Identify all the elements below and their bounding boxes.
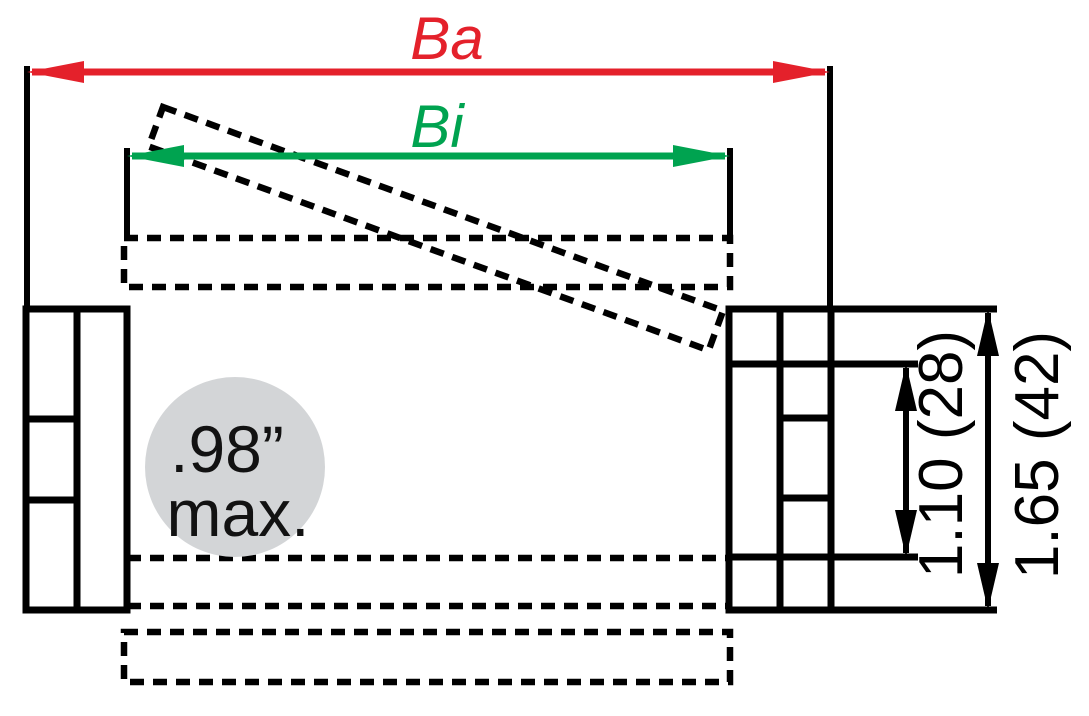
crossbar-open-rotated-outline [144,102,728,355]
inner-height-label: 1.10 (28) [907,330,976,578]
left-side-link [22,305,131,614]
outer-height-label: 1.65 (42) [1003,331,1072,579]
badge-max-value: .98” [170,412,284,486]
max-opening-badge: .98” max. [145,377,325,557]
crossbar-positions [120,102,734,686]
inner-width-arrowhead-right [673,145,730,167]
outer-width-label: Ba [410,5,483,72]
outer-width-arrowhead-right [773,61,830,83]
inner-width-label: Bi [410,93,465,160]
outer-height-arrowhead-bottom [977,563,999,610]
badge-max-word: max. [166,476,309,550]
badge-circle [145,377,325,557]
outer-width-arrowhead-left [27,61,84,83]
outer-height-dimension: 1.65 (42) [977,309,1072,610]
inner-height-dimension: 1.10 (28) [895,330,976,578]
outer-height-arrowhead-top [977,309,999,356]
inner-width-arrowhead-left [127,145,184,167]
crossbar-top-closed-outline [120,234,734,291]
crossbar-detached-outline [120,628,734,686]
extension-lines [24,66,997,614]
outer-width-dimension: Ba [27,5,830,83]
inner-height-arrowhead-top [895,364,917,411]
right-side-link [725,305,835,614]
inner-height-arrowhead-bottom [895,510,917,557]
inner-width-dimension: Bi [127,93,730,167]
